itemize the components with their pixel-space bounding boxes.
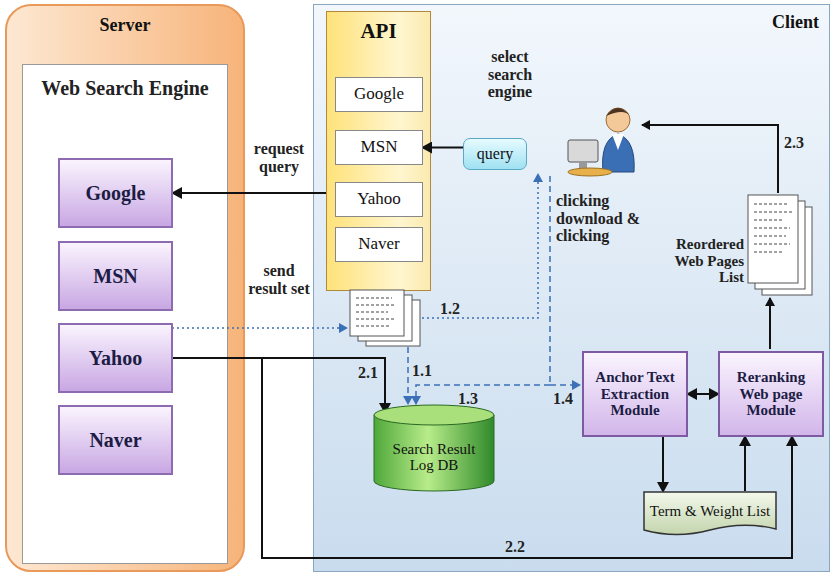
connector bbox=[662, 437, 664, 491]
module-box: Anchor Text Extraction Module bbox=[582, 351, 688, 437]
api-item: MSN bbox=[335, 130, 423, 165]
flow-1-4 bbox=[550, 384, 580, 386]
node-text: MSN bbox=[361, 138, 398, 157]
node-text: Google bbox=[354, 85, 404, 104]
node-text: Naver bbox=[358, 235, 400, 254]
node-text: MSN bbox=[93, 265, 137, 287]
module-box: Reranking Web page Module bbox=[718, 351, 824, 437]
user-icon bbox=[568, 108, 634, 176]
node-text: Yahoo bbox=[357, 190, 401, 209]
search-engine-box: Web Search EngineGoogleMSN YahooNaver bbox=[22, 64, 228, 564]
edge-label: select search engine bbox=[470, 48, 550, 101]
flow-1-2 bbox=[422, 174, 538, 318]
node-text: Google bbox=[86, 182, 146, 204]
connector bbox=[423, 147, 463, 149]
engine-box: Google bbox=[58, 158, 173, 228]
node-text: Search Result Log DB bbox=[379, 441, 489, 474]
connector bbox=[173, 358, 385, 412]
reordered-documents bbox=[748, 195, 812, 295]
flow-1-1 bbox=[407, 347, 409, 404]
api-item: Google bbox=[335, 77, 423, 112]
node-text: Anchor Text Extraction Module bbox=[588, 369, 682, 419]
connector bbox=[173, 192, 326, 194]
callout-number: 1.4 bbox=[553, 390, 581, 408]
document-box: Term & Weight List bbox=[643, 491, 777, 537]
engine-box: Yahoo bbox=[58, 323, 173, 393]
flow-1-3 bbox=[416, 385, 550, 404]
node-text: Server bbox=[100, 16, 151, 36]
node-text: API bbox=[360, 20, 396, 43]
clicking-line bbox=[549, 176, 551, 385]
api-item: Yahoo bbox=[335, 182, 423, 217]
client-panel: Client API GoogleMSN YahooNaver querySearch … bbox=[313, 4, 830, 572]
edge-label: request query bbox=[247, 140, 311, 175]
api-item: Naver bbox=[335, 227, 423, 262]
node-text: Term & Weight List bbox=[650, 503, 770, 520]
callout-number: 1.1 bbox=[412, 362, 438, 380]
engine-box: MSN bbox=[58, 241, 173, 311]
callout-number: 2.1 bbox=[358, 364, 382, 382]
api-box: API GoogleMSN YahooNaver bbox=[326, 11, 431, 291]
callout-number: 2.3 bbox=[784, 134, 812, 152]
send-result-arrow bbox=[172, 327, 347, 329]
connector bbox=[173, 358, 792, 558]
rerank-to-list bbox=[769, 298, 771, 349]
callout-number: 2.2 bbox=[505, 538, 533, 556]
edge-label: send result set bbox=[247, 262, 311, 297]
database-cylinder: Search Result Log DB bbox=[373, 404, 495, 492]
connector bbox=[688, 393, 718, 395]
node-text: query bbox=[477, 145, 513, 163]
flow-2-3 bbox=[642, 125, 778, 193]
node-text: Yahoo bbox=[89, 347, 142, 369]
connector bbox=[744, 437, 746, 491]
node-text: Naver bbox=[89, 429, 141, 451]
node-text: Web Search Engine bbox=[41, 77, 208, 99]
result-documents bbox=[350, 290, 420, 346]
node-text: Client bbox=[772, 13, 819, 33]
edge-label: clicking download & clicking bbox=[556, 192, 656, 245]
node-text: Reranking Web page Module bbox=[724, 369, 818, 419]
server-panel: ServerWeb Search EngineGoogleMSN YahooNav… bbox=[5, 4, 245, 572]
query-box: query bbox=[463, 138, 527, 170]
callout-number: 1.3 bbox=[458, 390, 486, 408]
callout-number: 1.2 bbox=[440, 300, 468, 318]
engine-box: Naver bbox=[58, 405, 173, 475]
list-label: Reordered Web Pages List bbox=[668, 236, 744, 286]
